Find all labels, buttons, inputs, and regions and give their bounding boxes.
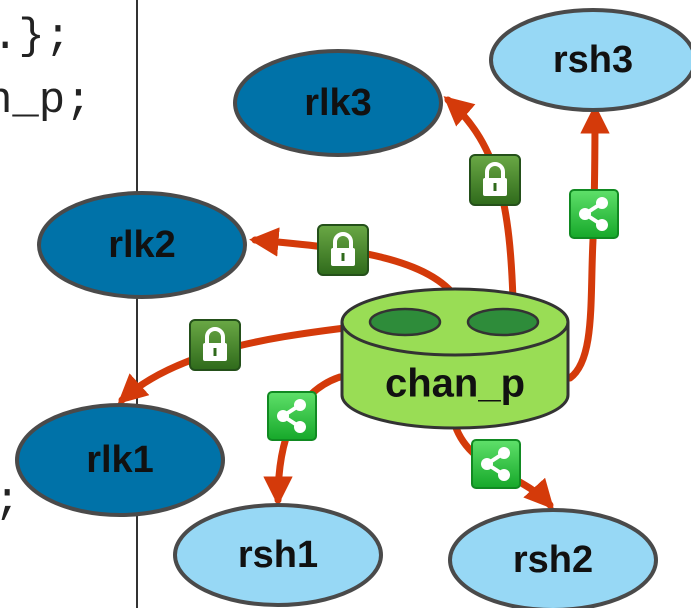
edge-to-rlk2 xyxy=(249,227,462,304)
node-rlk3: rlk3 xyxy=(233,49,443,157)
node-rlk1: rlk1 xyxy=(15,403,225,517)
hub-chan-p: chan_p xyxy=(340,287,570,430)
node-rsh1: rsh1 xyxy=(173,503,383,607)
node-label-rlk1: rlk1 xyxy=(86,439,154,481)
lock-icon xyxy=(469,154,521,206)
node-label-rsh3: rsh3 xyxy=(553,39,633,81)
node-label-rsh2: rsh2 xyxy=(513,539,593,581)
node-rsh3: rsh3 xyxy=(489,8,691,112)
code-line-1: .}; xyxy=(0,12,71,62)
lock-icon xyxy=(317,224,369,276)
hub-label: chan_p xyxy=(385,362,525,406)
hub-hole-right xyxy=(466,307,540,337)
node-label-rlk2: rlk2 xyxy=(108,224,176,266)
code-line-2: n_p; xyxy=(0,76,92,126)
node-rlk2: rlk2 xyxy=(37,191,247,299)
code-line-3: ; xyxy=(0,476,20,526)
share-icon xyxy=(267,391,317,441)
share-icon xyxy=(569,189,619,239)
share-icon xyxy=(471,439,521,489)
hub-hole-left xyxy=(368,307,442,337)
node-rsh2: rsh2 xyxy=(448,508,658,608)
node-label-rsh1: rsh1 xyxy=(238,534,318,576)
lock-icon xyxy=(189,319,241,371)
edge-to-rsh3 xyxy=(566,104,610,382)
node-label-rlk3: rlk3 xyxy=(304,82,372,124)
